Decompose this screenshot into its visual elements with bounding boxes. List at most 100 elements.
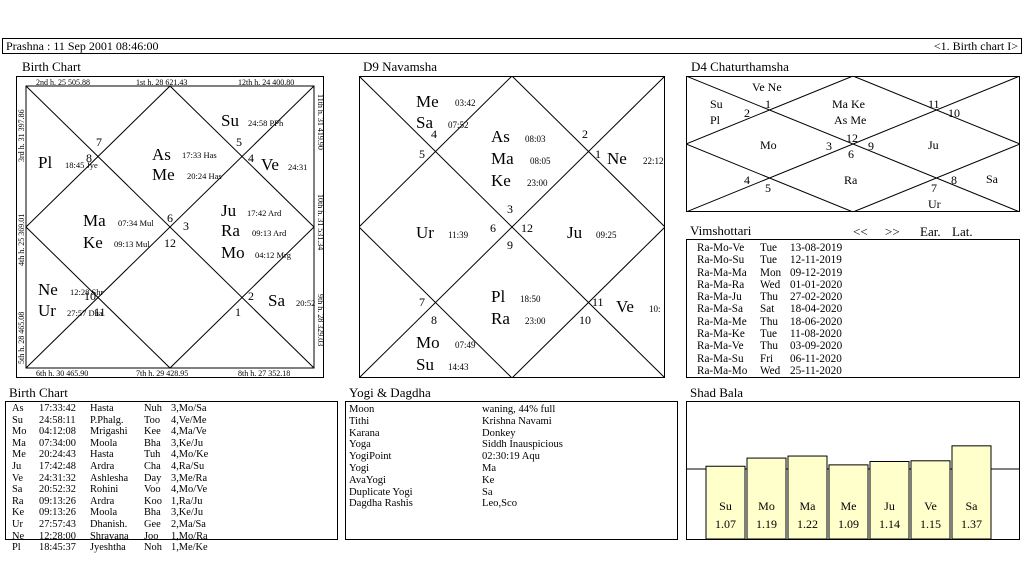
cell-syllable: Day [144, 472, 162, 484]
dasha-day: Tue [760, 328, 777, 341]
dasha-period: Ra-Ma-Ju [697, 291, 742, 304]
d4-title: D4 Chaturthamsha [691, 59, 789, 74]
d4-planet-sa: Sa [986, 172, 999, 186]
cell-longitude: 24:58:11 [39, 414, 76, 426]
dasha-period: Ra-Ma-Su [697, 352, 744, 365]
cell-syllable: Bha [144, 437, 161, 449]
cell-longitude: 12:28:00 [39, 530, 76, 542]
d4-chart[interactable]: Ve Ne Su Pl Ma Ke As Me Mo Ju Ra Sa Ur 1… [686, 76, 1020, 212]
d9-planet-me: Me [416, 92, 439, 111]
dasha-day: Tue [760, 242, 777, 254]
cell-planet: Ne [12, 530, 25, 542]
d4-house-10: 10 [948, 106, 960, 120]
yogi-label: YogiPoint [349, 451, 392, 463]
d9-planet-pl: Pl [491, 287, 505, 306]
cell-syllable: Bha [144, 507, 161, 519]
yogi-value: 02:30:19 Aqu [482, 451, 540, 463]
edge-6th-house: 6th h. 30 465.90 [36, 369, 88, 378]
d9-title: D9 Navamsha [363, 59, 438, 74]
planet-ju-degree: 17:42 Ard [247, 208, 282, 218]
vimshottari-ear-button[interactable]: Ear. [920, 224, 941, 239]
yogi-title: Yogi & Dagdha [349, 385, 431, 400]
house-num-1: 6 [167, 211, 173, 225]
dasha-period: Ra-Mo-Su [697, 254, 745, 267]
d9-planet-ve: Ve [616, 297, 634, 316]
cell-planet: As [12, 403, 24, 414]
birth-table-title: Birth Chart [9, 385, 68, 400]
vimshottari-prev-button[interactable]: << [853, 224, 868, 239]
cell-nakshatra: Dhanish. [90, 518, 128, 530]
dasha-period: Ra-Ma-Me [697, 315, 747, 328]
edge-11th-house: 11th h. 31 419.90 [316, 94, 324, 150]
d4-house-4: 4 [744, 173, 750, 187]
d9-planet-sa: Sa [416, 113, 433, 132]
planet-ju: Ju [221, 201, 237, 220]
birth-chart[interactable]: 2nd h. 25 505.88 1st h. 28 621.43 12th h… [16, 76, 324, 378]
d4-planet-ju: Ju [928, 138, 939, 152]
dasha-period: Ra-Mo-Ve [697, 242, 745, 254]
dasha-date: 25-11-2020 [790, 364, 842, 377]
d9-house-2: 2 [582, 127, 588, 141]
dasha-date: 18-06-2020 [790, 315, 843, 328]
dasha-date: 27-02-2020 [790, 291, 843, 304]
planet-ke: Ke [83, 233, 103, 252]
d9-house-5: 5 [419, 147, 425, 161]
cell-pada-lords: 1,Me/Ke [171, 542, 208, 554]
d9-planet-sa-degree: 07:52 [448, 120, 469, 130]
shad-bala-bar-ve [910, 460, 951, 540]
d9-planet-as: As [491, 127, 510, 146]
edge-3rd-house: 3rd h. 31 397.86 [17, 109, 26, 162]
dasha-date: 06-11-2020 [790, 352, 842, 365]
dasha-period: Ra-Ma-Mo [697, 364, 748, 377]
cell-longitude: 09:13:26 [39, 507, 76, 519]
chart-selector[interactable]: <1. Birth chart I> [933, 39, 1018, 53]
d9-chart[interactable]: Me Sa As Ma Ke Ne Ur Ju Pl Ra Ve Mo Su 0… [359, 76, 665, 378]
d4-house-7: 7 [931, 181, 937, 195]
vimshottari-lat-button[interactable]: Lat. [952, 224, 973, 239]
vimshottari-next-button[interactable]: >> [885, 224, 900, 239]
cell-nakshatra: Ardra [90, 460, 115, 472]
d9-planet-su: Su [416, 355, 434, 374]
planet-ke-degree: 09:13 Mul [114, 239, 150, 249]
cell-longitude: 04:12:08 [39, 426, 76, 438]
cell-nakshatra: Jyeshtha [90, 542, 126, 554]
yogi-label: Yogi [349, 462, 370, 474]
cell-longitude: 27:57:43 [39, 518, 76, 530]
d9-house-8: 8 [431, 313, 437, 327]
cell-planet: Ke [12, 507, 25, 519]
cell-pada-lords: 3,Ke/Ju [171, 507, 204, 519]
d9-house-1: 1 [595, 147, 601, 161]
d9-planet-ju-degree: 09:25 [596, 230, 617, 240]
cell-planet: Sa [12, 484, 23, 496]
cell-nakshatra: Mrigashi [90, 426, 128, 438]
cell-planet: Pl [12, 542, 21, 554]
planet-pl-degree: 18:45 Jye [65, 160, 98, 170]
d4-planet-su: Su [710, 97, 723, 111]
planet-ve: Ve [261, 155, 279, 174]
cell-pada-lords: 1,Ra/Ju [171, 495, 203, 507]
dasha-day: Thu [760, 291, 779, 304]
cell-planet: Mo [12, 426, 27, 438]
planet-ur-degree: 27:57 Dha [67, 308, 103, 318]
d4-house-12: 12 [846, 131, 858, 145]
d9-planet-ju: Ju [567, 223, 583, 242]
d9-planet-ke: Ke [491, 171, 511, 190]
d9-planet-mo-degree: 07:49 [455, 340, 476, 350]
d4-house-3: 3 [826, 139, 832, 153]
d4-house-6: 6 [848, 147, 854, 161]
house-num-2: 2 [248, 289, 254, 303]
shad-bala-bar-su [705, 465, 746, 540]
d4-planets-as-me: As Me [834, 113, 866, 127]
dasha-day: Wed [760, 364, 781, 377]
